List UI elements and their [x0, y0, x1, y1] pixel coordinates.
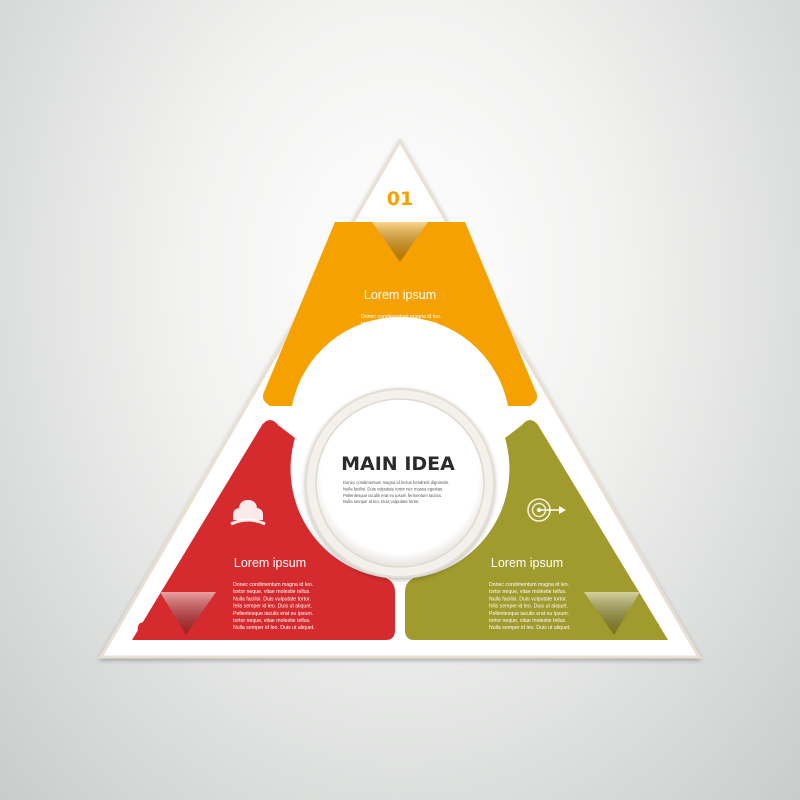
segment-03: 03 Lorem ipsum Donec condimentum magna i…: [132, 420, 395, 641]
main-idea-body-line: Pellentesque iaculis erat eu ipsum ferme…: [343, 493, 442, 498]
segment-body-line: tortor neque, vitae molestie tellus.: [489, 589, 567, 595]
segment-03-title: Lorem ipsum: [234, 556, 306, 570]
segment-body-line: felis semper id leo. Duis ut aliquet.: [489, 604, 568, 610]
cloud-icon: [230, 500, 266, 526]
segment-body-line: Nulla semper id leo. Duis ut aliquet.: [361, 357, 443, 363]
segment-02-tab-shine: [584, 592, 640, 635]
segment-body-line: Pellentesque iaculis erat eu ipsum.: [361, 343, 441, 349]
segment-03-text: Donec condimentum magna id leo.tortor ne…: [233, 582, 315, 631]
segment-01-text: Donec condimentum magna id leo.tortor ne…: [361, 314, 443, 363]
main-idea-circle: MAIN IDEA Donec condimentum magna id lec…: [305, 388, 495, 578]
segment-body-line: Pellentesque iaculis erat eu ipsum.: [489, 611, 569, 617]
target-icon: [527, 498, 566, 522]
segment-01: 01 Lorem ipsum Donec condimentum magna i…: [262, 188, 538, 406]
segment-02-panel: [405, 420, 668, 640]
segment-body-line: Pellentesque iaculis erat eu ipsum.: [233, 611, 313, 617]
segment-body-line: Nulla facilisi. Duis vulputate tortor.: [361, 328, 439, 334]
main-idea-title: MAIN IDEA: [341, 453, 455, 475]
segment-02-title: Lorem ipsum: [491, 556, 563, 570]
segment-03-number: 03: [137, 619, 163, 641]
segment-02-text: Donec condimentum magna id leo.tortor ne…: [489, 582, 571, 631]
segment-01-tab-shine: [372, 222, 428, 262]
main-idea-body-line: Donec condimentum magna id lectus hendre…: [343, 480, 449, 485]
segment-03-panel: [132, 420, 395, 640]
segment-body-line: tortor neque, vitae molestie tellus.: [489, 618, 567, 624]
segment-body-line: Nulla facilisi. Duis vulputate tortor.: [233, 596, 311, 602]
segment-body-line: Donec condimentum magna id leo.: [233, 582, 313, 588]
segment-03-tab-shine: [160, 592, 216, 635]
segment-body-line: felis semper id leo. Duis ut aliquet.: [361, 336, 440, 342]
segment-01-title: Lorem ipsum: [364, 288, 436, 302]
main-idea-body-line: Nulla facilisi. Duis vulputate tortor ne…: [343, 486, 443, 491]
segment-body-line: Nulla facilisi. Duis vulputate tortor.: [489, 596, 567, 602]
segment-01-panel: [262, 222, 538, 406]
segment-body-line: tortor neque, vitae molestie tellus.: [233, 618, 311, 624]
segment-01-number: 01: [387, 188, 413, 210]
segment-body-line: Donec condimentum magna id leo.: [489, 582, 569, 588]
clock-icon: [450, 352, 484, 389]
segment-body-line: Nulla semper id leo. Duis ut aliquet.: [233, 625, 315, 631]
segment-body-line: tortor neque, vitae molestie tellus.: [361, 321, 439, 327]
segment-02-number: 02: [635, 619, 661, 641]
segment-body-line: felis semper id leo. Duis ut aliquet.: [233, 604, 312, 610]
segment-02: 02 Lorem ipsum Donec condimentum magna i…: [405, 420, 668, 641]
main-idea-body-line: Nulla semper id leo. Duis vulputate tort…: [343, 499, 420, 504]
segment-body-line: Nulla semper id leo. Duis ut aliquet.: [489, 625, 571, 631]
segment-body-line: tortor neque, vitae molestie tellus.: [233, 589, 311, 595]
main-idea-text: Donec condimentum magna id lectus hendre…: [343, 480, 449, 504]
segment-body-line: Donec condimentum magna id leo.: [361, 314, 441, 320]
segment-body-line: tortor neque, vitae molestie tellus.: [361, 350, 439, 356]
